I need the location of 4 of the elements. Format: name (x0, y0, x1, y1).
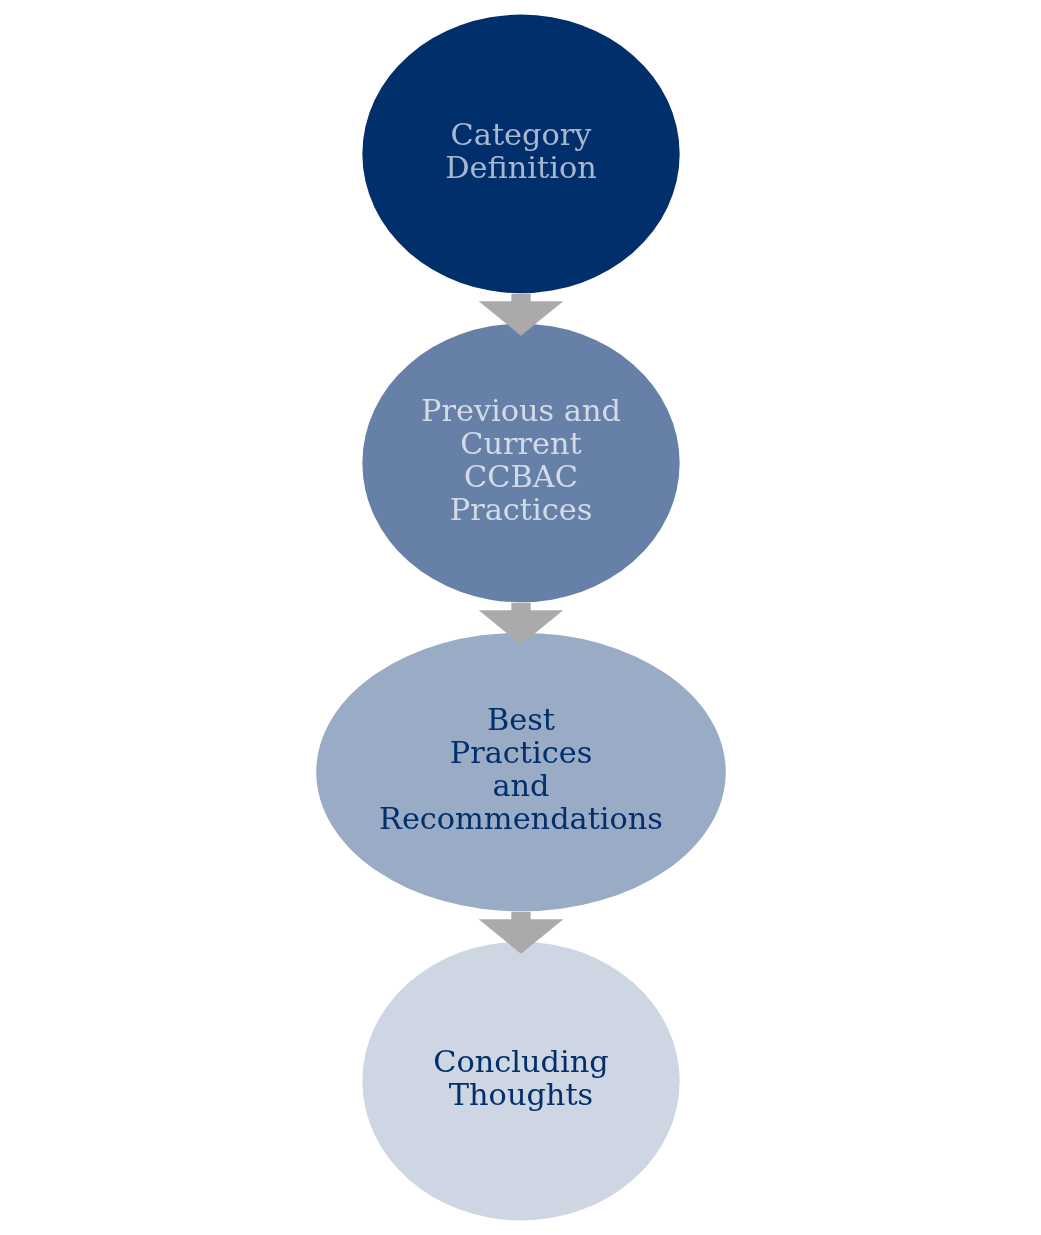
node-ellipse: Category Definition (361, 14, 680, 294)
node-ellipse: Best Practices and Recommendations (315, 632, 726, 912)
node-ellipse: Concluding Thoughts (361, 941, 680, 1221)
node-ellipse: Previous and Current CCBAC Practices (361, 323, 680, 603)
